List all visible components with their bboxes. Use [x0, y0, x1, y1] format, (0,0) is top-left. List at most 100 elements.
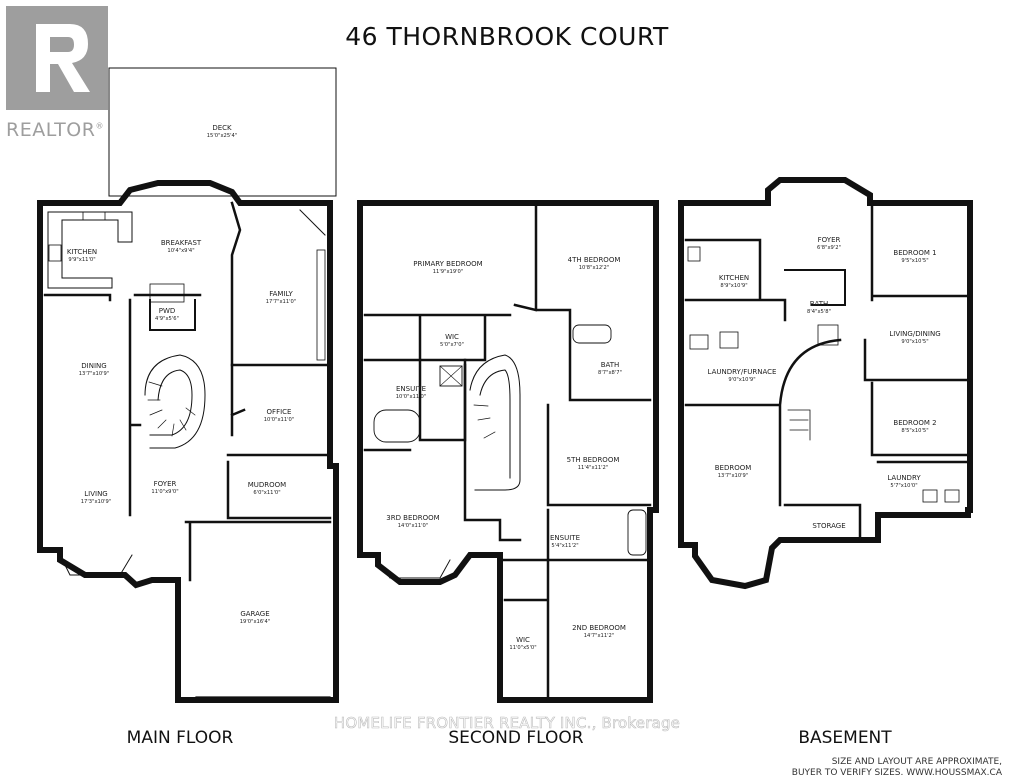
second-floor-bedroom-walls	[363, 403, 652, 562]
mudroom-walls	[226, 453, 332, 520]
basement-foyer-label: FOYER	[818, 236, 841, 244]
second-ensuite-label: ENSUITE	[550, 534, 580, 542]
basement-living-dining-label: LIVING/DINING	[889, 330, 940, 338]
basement-living-dining-dimensions: 9'0"x10'5"	[901, 339, 928, 345]
main-breakfast-dimensions: 10'4"x9'4"	[167, 248, 194, 254]
water-heater-icon	[689, 334, 709, 350]
main-dining-dimensions: 13'7"x10'9"	[79, 371, 110, 377]
basement-laundry-furnace-label: LAUNDRY/FURNACE	[708, 368, 777, 376]
laundry-furnace-walls	[684, 338, 842, 507]
room-labels: DECK15'0"x25'4"BREAKFAST10'4"x9'4"KITCHE…	[67, 124, 941, 651]
size-disclaimer: SIZE AND LAYOUT ARE APPROXIMATE, BUYER T…	[792, 757, 1002, 779]
main-office-dimensions: 10'0"x11'0"	[264, 417, 295, 423]
kitchen-sink-icon	[82, 211, 106, 221]
basement-kitchen-dimensions: 8'9"x10'9"	[720, 283, 747, 289]
basement-bedroom-label: BEDROOM	[715, 464, 752, 472]
second-primary-bedroom-label: PRIMARY BEDROOM	[413, 260, 482, 268]
second-ensuite-label: ENSUITE	[396, 385, 426, 393]
second-floor-caption: SECOND FLOOR	[448, 728, 584, 748]
realtor-wordmark: REALTOR®	[6, 119, 104, 141]
basement-bedroom-dimensions: 13'7"x10'9"	[718, 473, 749, 479]
main-office-label: OFFICE	[267, 408, 292, 416]
second-bedroom-walls	[498, 558, 550, 702]
second-floor-exterior-walls	[357, 200, 659, 703]
basement-bedroom-2-label: BEDROOM 2	[893, 419, 936, 427]
family-fireplace	[299, 209, 326, 236]
bedroom-1-walls	[870, 201, 972, 302]
dryer-icon	[944, 489, 960, 503]
basement-caption: BASEMENT	[798, 728, 892, 748]
family-room-walls	[230, 201, 330, 367]
basement-bedroom-2-dimensions: 8'5"x10'5"	[901, 428, 928, 434]
second-wic-label: WIC	[445, 333, 459, 341]
basement-bedroom-1-label: BEDROOM 1	[893, 249, 936, 257]
powder-room-walls	[149, 299, 196, 331]
main-family-label: FAMILY	[269, 290, 293, 298]
kitchen-counter	[47, 211, 133, 289]
dining-living-partition	[128, 298, 142, 517]
second-4th-bedroom-dimensions: 10'8"x12'2"	[579, 265, 610, 271]
basement-kitchen-label: KITCHEN	[719, 274, 749, 282]
laundry-storage-walls	[783, 460, 972, 542]
main-garage-dimensions: 19'0"x16'4"	[240, 619, 271, 625]
basement-bath-walls	[784, 269, 846, 306]
third-bedroom-bay-window	[377, 559, 451, 579]
basement-laundry-dimensions: 5'7"x10'0"	[890, 483, 917, 489]
basement-laundry-label: LAUNDRY	[887, 474, 921, 482]
second-3rd-bedroom-dimensions: 14'0"x11'0"	[398, 523, 429, 529]
main-kitchen-dimensions: 9'9"x11'0"	[68, 257, 95, 263]
second-ensuite-dimensions: 10'0"x11'0"	[396, 394, 427, 400]
kitchen-partition	[43, 293, 202, 302]
page-title: 46 THORNBROOK COURT	[345, 22, 669, 51]
family-window	[316, 249, 326, 361]
main-kitchen-label: KITCHEN	[67, 248, 97, 256]
office-walls	[230, 363, 246, 437]
shower-cross	[439, 365, 463, 387]
stove-icon	[48, 244, 62, 262]
main-family-dimensions: 17'7"x11'0"	[266, 299, 297, 305]
disclaimer-line-2: BUYER TO VERIFY SIZES. WWW.HOUSSMAX.CA	[791, 768, 1002, 778]
main-mudroom-label: MUDROOM	[248, 481, 286, 489]
fridge-icon	[149, 283, 185, 303]
basement-storage-label: STORAGE	[812, 522, 845, 530]
realtor-registered-mark: ®	[95, 121, 104, 131]
second-wic-label: WIC	[516, 636, 530, 644]
shower-icon	[439, 365, 463, 387]
second-floor-staircase	[469, 354, 521, 491]
basement-kitchen-walls	[684, 238, 787, 322]
main-foyer-dimensions: 11'0"x9'0"	[151, 489, 178, 495]
main-pwd-dimensions: 4'9"x5'6"	[155, 316, 179, 322]
basement-bath-label: BATH	[810, 300, 829, 308]
garage-wall	[184, 520, 332, 582]
second-bath-label: BATH	[601, 361, 620, 369]
second-stair-treads	[473, 404, 496, 439]
basement-exterior-walls	[678, 177, 973, 590]
ensuite-tub-icon	[373, 409, 421, 443]
basement-fridge-icon	[687, 246, 701, 262]
main-living-dimensions: 17'3"x10'9"	[81, 499, 112, 505]
second-wic-dimensions: 5'0"x7'0"	[440, 342, 464, 348]
basement-shower-icon	[817, 324, 839, 346]
stair-treads	[147, 381, 196, 437]
realtor-r-mark-icon	[6, 6, 108, 110]
living-dining-walls	[863, 338, 972, 457]
disclaimer-line-1: SIZE AND LAYOUT ARE APPROXIMATE,	[831, 757, 1002, 767]
deck-outline	[108, 67, 337, 197]
second-bath-dimensions: 8'7"x8'7"	[598, 370, 622, 376]
main-staircase	[144, 354, 206, 449]
living-bay-window	[59, 554, 133, 576]
second-5th-bedroom-dimensions: 11'4"x11'2"	[578, 465, 609, 471]
main-breakfast-label: BREAKFAST	[161, 239, 202, 247]
basement-bath-dimensions: 8'4"x5'8"	[807, 309, 831, 315]
second-5th-bedroom-label: 5TH BEDROOM	[567, 456, 620, 464]
main-deck-label: DECK	[212, 124, 232, 132]
furnace-icon	[719, 331, 739, 349]
second-wic-dimensions: 11'0"x5'0"	[509, 645, 536, 651]
second-4th-bedroom-label: 4TH BEDROOM	[568, 256, 621, 264]
main-mudroom-dimensions: 6'0"x11'0"	[253, 490, 280, 496]
main-floor-exterior-walls	[37, 180, 339, 703]
second-ensuite-dimensions: 5'4"x11'2"	[551, 543, 578, 549]
main-pwd-label: PWD	[159, 307, 176, 315]
second-primary-bedroom-dimensions: 11'9"x19'0"	[433, 269, 464, 275]
